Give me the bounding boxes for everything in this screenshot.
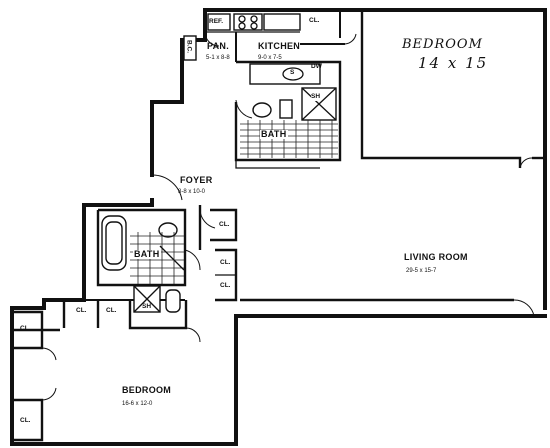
kitchen-closet-label: CL. bbox=[309, 17, 320, 24]
hall-closet-1-label: CL. bbox=[220, 259, 231, 266]
bedroom-closet-left-2-label: CL. bbox=[20, 417, 31, 424]
bedroom-closet-1-label: CL. bbox=[76, 307, 87, 314]
bath-upper-name: BATH bbox=[260, 129, 288, 139]
shower-upper-label: SH bbox=[311, 93, 321, 101]
refrigerator-label: REF. bbox=[209, 18, 224, 25]
lower-bath-fixtures bbox=[101, 215, 185, 313]
kitchen-fixtures bbox=[183, 13, 321, 85]
door-swings bbox=[41, 31, 535, 401]
foyer-size: 8-8 x 10-0 bbox=[178, 189, 206, 195]
kitchen-size: 9-0 x 7-5 bbox=[258, 55, 282, 61]
bedroom-closet-left-1-label: CL. bbox=[20, 325, 31, 332]
upper-bath-fixtures bbox=[240, 87, 338, 158]
hall-closet-2-label: CL. bbox=[220, 282, 231, 289]
sink-label: S bbox=[290, 69, 295, 76]
bath-lower-name: BATH bbox=[133, 249, 161, 259]
living-room-name: LIVING ROOM bbox=[404, 252, 468, 262]
bedroom-upper-name: BEDROOM bbox=[402, 37, 483, 52]
living-room-size: 29-5 x 15-7 bbox=[406, 268, 437, 274]
bedroom-upper-size: 14 x 15 bbox=[418, 54, 489, 72]
foyer-closet-label: CL. bbox=[219, 221, 230, 228]
foyer-name: FOYER bbox=[180, 175, 213, 185]
interior-walls bbox=[12, 10, 545, 442]
bedroom-closet-2-label: CL. bbox=[106, 307, 117, 314]
broom-closet-label: B.C. bbox=[185, 40, 193, 53]
dishwasher-label: DW bbox=[311, 63, 322, 70]
bedroom-lower-size: 16-6 x 12-0 bbox=[122, 401, 153, 407]
pantry-size: 5-1 x 8-8 bbox=[206, 55, 230, 61]
pantry-name: PAN. bbox=[207, 41, 230, 51]
shower-lower-label: SH bbox=[142, 303, 152, 311]
bedroom-lower-name: BEDROOM bbox=[122, 385, 172, 395]
kitchen-name: KITCHEN bbox=[258, 41, 301, 51]
